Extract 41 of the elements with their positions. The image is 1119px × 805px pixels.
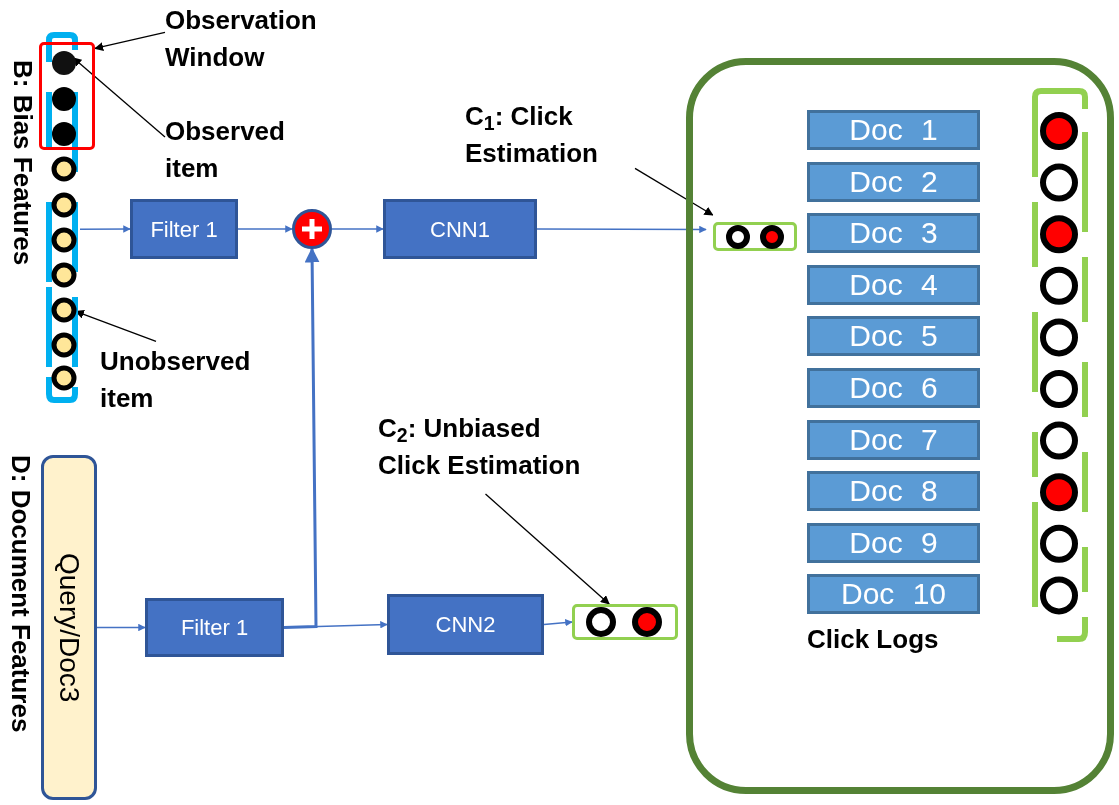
- arrow: [237, 225, 293, 233]
- arrow: [536, 225, 707, 234]
- annotation-text: C$_{1}$: Click Estimation: [465, 100, 599, 170]
- document-box: Doc 6: [807, 368, 980, 408]
- click-estimate-box: [572, 604, 678, 640]
- unobserved-item-dot: [51, 297, 77, 323]
- document-box: Doc 10: [807, 574, 980, 615]
- side-label: D: Document Features: [5, 455, 37, 733]
- leader-line: [484, 493, 610, 605]
- leader-line: [94, 31, 166, 52]
- click-estimate-box: [713, 222, 797, 251]
- click-log-panel: [686, 58, 1114, 794]
- document-box: Doc 4: [807, 264, 980, 305]
- document-box: Doc 5: [807, 316, 980, 357]
- panel-title: Click Logs: [807, 623, 939, 656]
- document-box: Doc 8: [807, 471, 980, 512]
- annotation-text: Unobserved item: [100, 345, 252, 415]
- arrow: [331, 225, 384, 233]
- document-box: Doc 1: [807, 110, 980, 150]
- leader-line: [634, 167, 714, 216]
- arrow: [96, 623, 146, 632]
- process-box: CNN2: [387, 594, 544, 655]
- process-box: Filter 1: [130, 199, 238, 259]
- leader-line: [72, 57, 166, 138]
- document-box: Doc 9: [807, 522, 980, 563]
- arrow: [283, 247, 320, 629]
- observation-window-frame: [39, 42, 95, 150]
- side-label: B: Bias Features: [7, 60, 39, 266]
- arrow: [79, 225, 131, 233]
- observed-item-dot: [51, 50, 77, 76]
- annotation-text: Observation Window: [165, 4, 318, 74]
- annotation-text: C$_{2}$: Unbiased Click Estimation: [378, 412, 582, 482]
- process-box: Filter 1: [145, 598, 284, 657]
- annotation-text: Observed item: [165, 115, 286, 185]
- document-box: Doc 7: [807, 419, 980, 460]
- feature-box: Query/Doc3: [41, 455, 97, 800]
- document-box: Doc 2: [807, 161, 980, 202]
- sum-junction: [292, 209, 332, 249]
- arrow: [543, 618, 573, 627]
- document-box: Doc 3: [807, 213, 980, 254]
- process-box: CNN1: [383, 199, 537, 259]
